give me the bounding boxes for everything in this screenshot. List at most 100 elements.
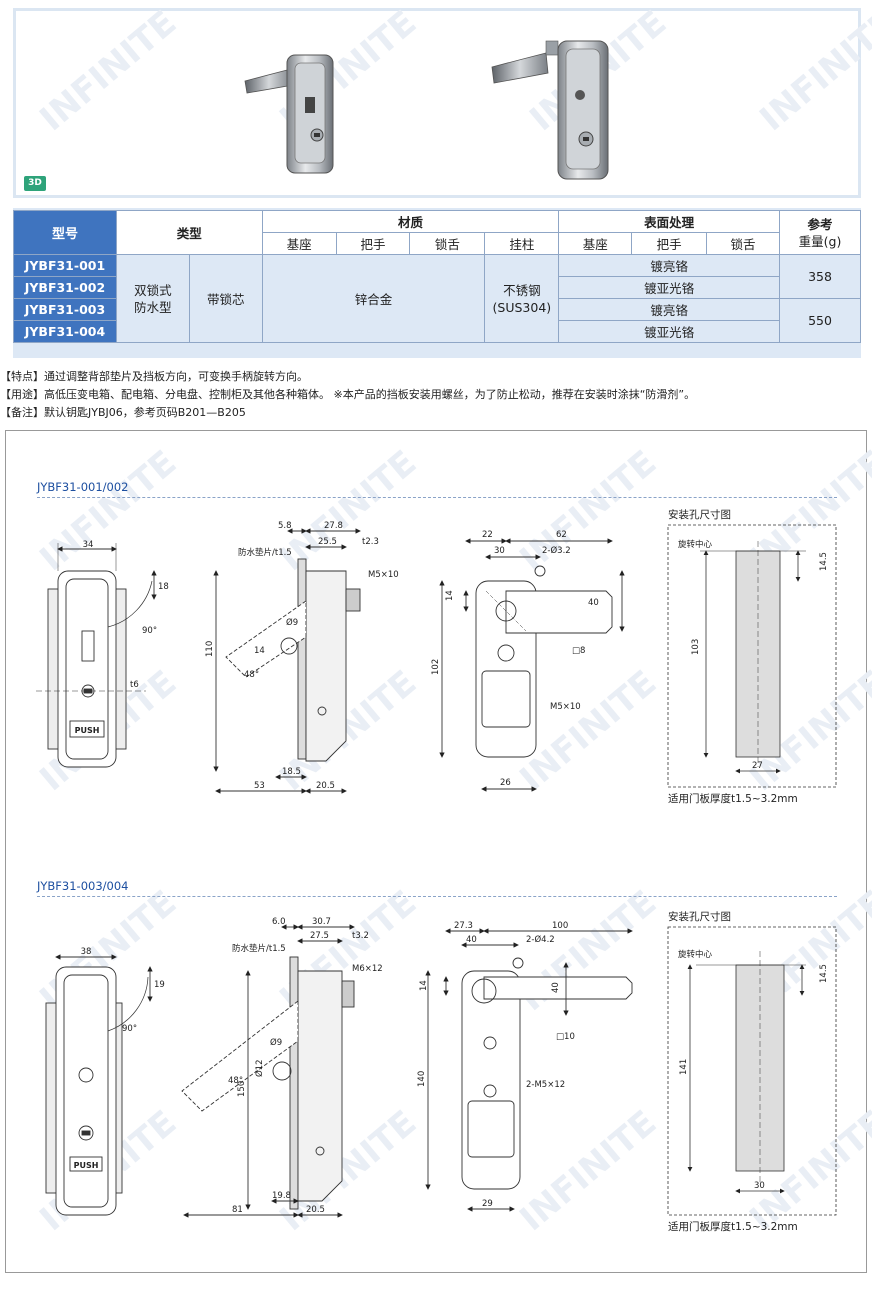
side-view-1	[213, 528, 361, 794]
dim-text: 19	[154, 980, 165, 990]
note-remark: 【备注】默认钥匙JYBJ06，参考页码B201—B205	[0, 406, 246, 419]
dim-text: 14	[254, 646, 265, 656]
dim-text: 100	[552, 921, 568, 931]
header-weight: 参考 重量(g)	[779, 210, 861, 255]
model-cell[interactable]: JYBF31-004	[13, 320, 117, 343]
dim-text: 30	[494, 546, 505, 556]
dim-text: 110	[205, 641, 215, 657]
technical-drawing-panel: INFINITE INFINITE INFINITE INFINITE INFI…	[5, 430, 872, 1273]
dim-text: □8	[572, 646, 585, 656]
dim-text: t3.2	[352, 931, 369, 941]
dim-text: 90°	[142, 626, 157, 636]
watermark: INFINITE	[32, 2, 185, 140]
dim-text: 90°	[122, 1024, 137, 1034]
dim-text: 防水垫片/t1.5	[232, 943, 286, 954]
hole-view-2	[667, 926, 837, 1216]
section-divider	[37, 896, 837, 897]
dim-text: 40	[588, 598, 599, 608]
dim-text: 48°	[228, 1076, 243, 1086]
model-cell[interactable]: JYBF31-001	[13, 254, 117, 277]
drawing-svg: 34 18 90° t6 PUSH 5.8 27.8 25.5 t2.3 防水垫…	[36, 521, 837, 1218]
post-material-text: (SUS304)	[492, 299, 552, 315]
3d-badge[interactable]: 3D	[24, 176, 46, 191]
hole-view-1	[667, 524, 837, 788]
front-view-2	[45, 954, 153, 1216]
dim-text: 27.5	[310, 931, 329, 941]
back-view-1	[439, 538, 625, 792]
dim-text: 34	[83, 540, 94, 550]
model-cell[interactable]: JYBF31-002	[13, 276, 117, 299]
dim-text: M5×10	[368, 570, 399, 580]
dim-text: 20.5	[316, 781, 335, 791]
dim-text: 2-Ø3.2	[542, 545, 571, 556]
dim-text: 14.5	[819, 552, 829, 571]
sub-header-surface-handle: 把手	[631, 232, 708, 255]
header-material: 材质	[261, 210, 560, 233]
thickness-note: 适用门板厚度t1.5~3.2mm	[668, 793, 798, 805]
dim-text: 40	[466, 935, 477, 945]
section-title: JYBF31-003/004	[37, 879, 129, 893]
dim-text: 5.8	[278, 521, 292, 531]
dim-text: 27.8	[324, 521, 343, 531]
hole-title: 安装孔尺寸图	[668, 509, 731, 521]
notes: 【特点】通过调整背部垫片及挡板方向，可变换手柄旋转方向。 【用途】高低压变电箱、…	[0, 368, 695, 422]
dim-text: 26	[500, 778, 511, 788]
thickness-note: 适用门板厚度t1.5~3.2mm	[668, 1221, 798, 1233]
dim-text: 81	[232, 1205, 243, 1215]
dim-text: 48°	[244, 670, 259, 680]
dim-text: 141	[679, 1059, 689, 1075]
dim-text: 53	[254, 781, 265, 791]
dim-text: 18.5	[282, 767, 301, 777]
material-cell: 锌合金	[261, 254, 486, 343]
dim-text: Ø12	[254, 1059, 265, 1077]
dim-text: 27.3	[454, 921, 473, 931]
dim-text: M6×12	[352, 964, 383, 974]
dim-text: 40	[551, 982, 561, 993]
sub-header-base: 基座	[261, 232, 337, 255]
dim-text: 14	[445, 590, 455, 601]
push-label: PUSH	[74, 1161, 99, 1170]
dim-text: □10	[556, 1032, 575, 1042]
header-weight-line2: 重量(g)	[798, 233, 842, 249]
dim-text: t2.3	[362, 537, 379, 547]
header-weight-line1: 参考	[807, 216, 833, 232]
dim-text: 150	[237, 1081, 247, 1097]
section-title: JYBF31-001/002	[37, 480, 129, 494]
dim-text: 29	[482, 1199, 493, 1209]
dim-text: 2-M5×12	[526, 1080, 565, 1090]
dim-text: 14	[419, 980, 429, 991]
dim-text: 38	[81, 947, 92, 957]
back-view-2	[425, 928, 633, 1212]
dim-text: M5×10	[550, 702, 581, 712]
dim-text: 30	[754, 1181, 765, 1191]
dim-text: 2-Ø4.2	[526, 934, 555, 945]
sub-header-surface-base: 基座	[558, 232, 633, 255]
post-material-cell: 不锈钢 (SUS304)	[484, 254, 560, 343]
dim-text: 22	[482, 530, 493, 540]
sub-header-latch: 锁舌	[409, 232, 486, 255]
header-type: 类型	[115, 210, 263, 255]
watermark: INFINITE	[752, 2, 872, 140]
type-cell-1: 双锁式 防水型	[115, 254, 190, 343]
surface-cell: 镀亚光铬	[558, 276, 780, 299]
spec-table: 型号 类型 材质 表面处理 参考 重量(g) 基座 把手 锁舌 挂柱 基座 把手…	[13, 210, 861, 343]
surface-cell: 镀亚光铬	[558, 320, 780, 343]
sub-header-handle: 把手	[335, 232, 411, 255]
sub-header-surface-latch: 锁舌	[706, 232, 780, 255]
model-cell[interactable]: JYBF31-003	[13, 298, 117, 321]
dim-text: Ø9	[270, 1037, 282, 1048]
dim-text: 27	[752, 761, 763, 771]
hole-title: 安装孔尺寸图	[668, 911, 731, 923]
type-text: 防水型	[134, 299, 172, 315]
dim-text: 25.5	[318, 537, 337, 547]
dim-text: t6	[130, 680, 139, 690]
weight-cell: 550	[779, 298, 861, 343]
sub-header-post: 挂柱	[484, 232, 560, 255]
push-label: PUSH	[75, 726, 100, 735]
spec-table-container: 型号 类型 材质 表面处理 参考 重量(g) 基座 把手 锁舌 挂柱 基座 把手…	[13, 208, 861, 358]
dim-text: 18	[158, 582, 169, 592]
product-photo-large	[491, 40, 609, 180]
dim-text: 102	[431, 659, 441, 675]
post-material-text: 不锈钢	[503, 282, 541, 298]
dim-text: 30.7	[312, 917, 331, 927]
